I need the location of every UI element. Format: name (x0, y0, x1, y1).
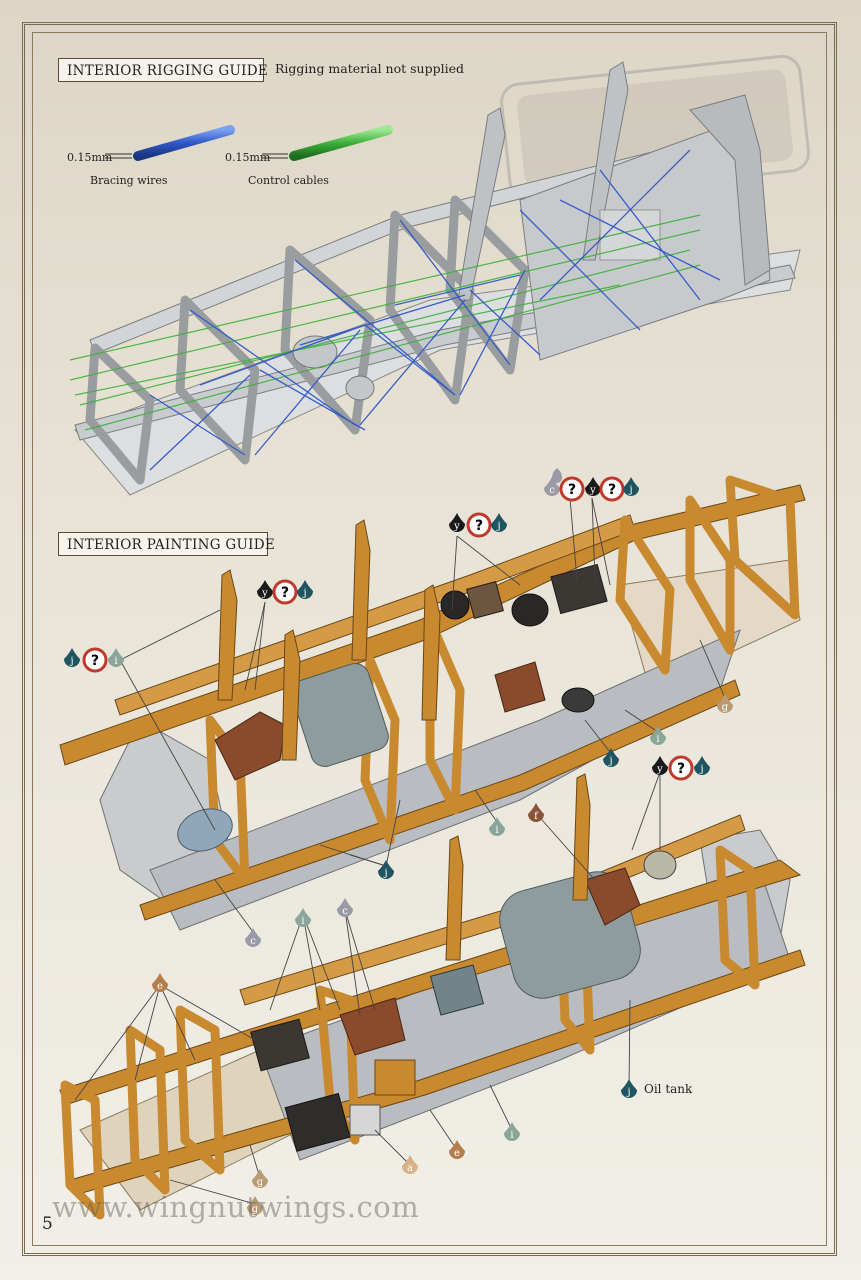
svg-text:e: e (157, 981, 163, 992)
svg-text:y: y (589, 485, 596, 496)
paint-marker-j: j (491, 513, 507, 532)
painting-guide-title: INTERIOR PAINTING GUIDE (58, 532, 275, 556)
svg-text:j: j (699, 764, 703, 775)
svg-text:?: ? (281, 585, 289, 601)
page-number: 5 (42, 1214, 53, 1234)
svg-text:j: j (69, 656, 73, 667)
paint-unknown-marker: ? (466, 512, 492, 538)
svg-text:i: i (301, 916, 304, 927)
paint-marker-c: c (544, 477, 560, 496)
svg-text:y: y (656, 764, 663, 775)
paint-marker-j: j (297, 580, 313, 599)
paint-unknown-marker: ? (559, 476, 585, 502)
paint-marker-y: y (585, 477, 601, 496)
paint-marker-c: c (245, 928, 261, 947)
paint-marker-j: j (623, 477, 639, 496)
rigging-fuselage-diagram (69, 61, 801, 496)
svg-text:j: j (302, 588, 306, 599)
paint-marker-g: g (252, 1169, 268, 1188)
paint-marker-y: y (652, 756, 668, 775)
svg-text:c: c (342, 906, 348, 917)
paint-marker-j: j (64, 648, 80, 667)
svg-text:g: g (722, 702, 729, 713)
page-frame-inner (32, 32, 827, 1246)
svg-text:y: y (453, 521, 460, 532)
svg-text:j: j (496, 521, 500, 532)
svg-text:i: i (495, 825, 498, 836)
svg-text:i: i (510, 1130, 513, 1141)
svg-text:?: ? (91, 653, 99, 669)
svg-text:a: a (407, 1163, 413, 1174)
paint-marker-j: j (603, 748, 619, 767)
legend-bracing-label: Bracing wires (90, 174, 168, 187)
legend-control-label: Control cables (248, 174, 329, 187)
painted-fuselage-upper (59, 475, 806, 931)
paint-unknown-marker: ? (272, 579, 298, 605)
paint-marker-g: g (247, 1196, 263, 1215)
paint-marker-c: c (337, 898, 353, 917)
paint-marker-i: i (650, 726, 666, 745)
svg-text:?: ? (677, 761, 685, 777)
svg-text:c: c (549, 485, 555, 496)
paint-marker-j: j (378, 860, 394, 879)
svg-text:?: ? (568, 482, 576, 498)
legend-control-cable-sample (262, 125, 393, 161)
paint-unknown-marker: ? (668, 755, 694, 781)
paint-marker-y: y (449, 513, 465, 532)
callout-top-c-q-y-q-j (552, 468, 562, 483)
paint-marker-g: g (717, 694, 733, 713)
paint-unknown-marker: ? (599, 476, 625, 502)
callout-leader-lines (74, 497, 726, 1205)
svg-text:f: f (534, 811, 539, 822)
legend-bracing-size: 0.15mm (67, 151, 113, 164)
color-callouts (552, 468, 562, 483)
svg-text:y: y (261, 588, 268, 599)
paint-marker-i: i (108, 648, 124, 667)
legend-bracing-wire-sample (105, 125, 235, 161)
paint-marker-j: j (694, 756, 710, 775)
svg-text:g: g (257, 1177, 264, 1188)
svg-text:j: j (383, 868, 387, 879)
paint-unknown-marker: ? (82, 647, 108, 673)
website-watermark: www.wingnutwings.com (52, 1190, 420, 1224)
paint-marker-e: e (449, 1140, 465, 1159)
paint-marker-i: i (504, 1122, 520, 1141)
svg-text:e: e (454, 1148, 460, 1159)
paint-marker-f: f (528, 803, 544, 822)
svg-text:g: g (252, 1204, 259, 1215)
svg-text:?: ? (475, 518, 483, 534)
svg-text:j: j (626, 1087, 630, 1098)
svg-text:j: j (628, 485, 632, 496)
paint-reference-markers: c? y? j y? j y? j j? i g i j y? j f i j c i c e a e i g g j (64, 476, 733, 1215)
oil-tank-label: Oil tank (644, 1082, 693, 1096)
rigging-note: Rigging material not supplied (275, 61, 464, 76)
page-frame-outer (22, 22, 837, 1256)
rigging-guide-title: INTERIOR RIGGING GUIDE (58, 58, 268, 82)
paint-marker-j: j (621, 1079, 637, 1098)
svg-text:j: j (608, 756, 612, 767)
paint-marker-a: a (402, 1155, 418, 1174)
paint-marker-i: i (489, 817, 505, 836)
paint-marker-e: e (152, 973, 168, 992)
svg-text:?: ? (608, 482, 616, 498)
svg-text:i: i (114, 656, 117, 667)
paint-marker-i: i (295, 908, 311, 927)
svg-text:c: c (250, 936, 256, 947)
painted-fuselage-lower (59, 773, 806, 1220)
legend-control-size: 0.15mm (225, 151, 271, 164)
svg-text:i: i (656, 734, 659, 745)
paint-marker-y: y (257, 580, 273, 599)
